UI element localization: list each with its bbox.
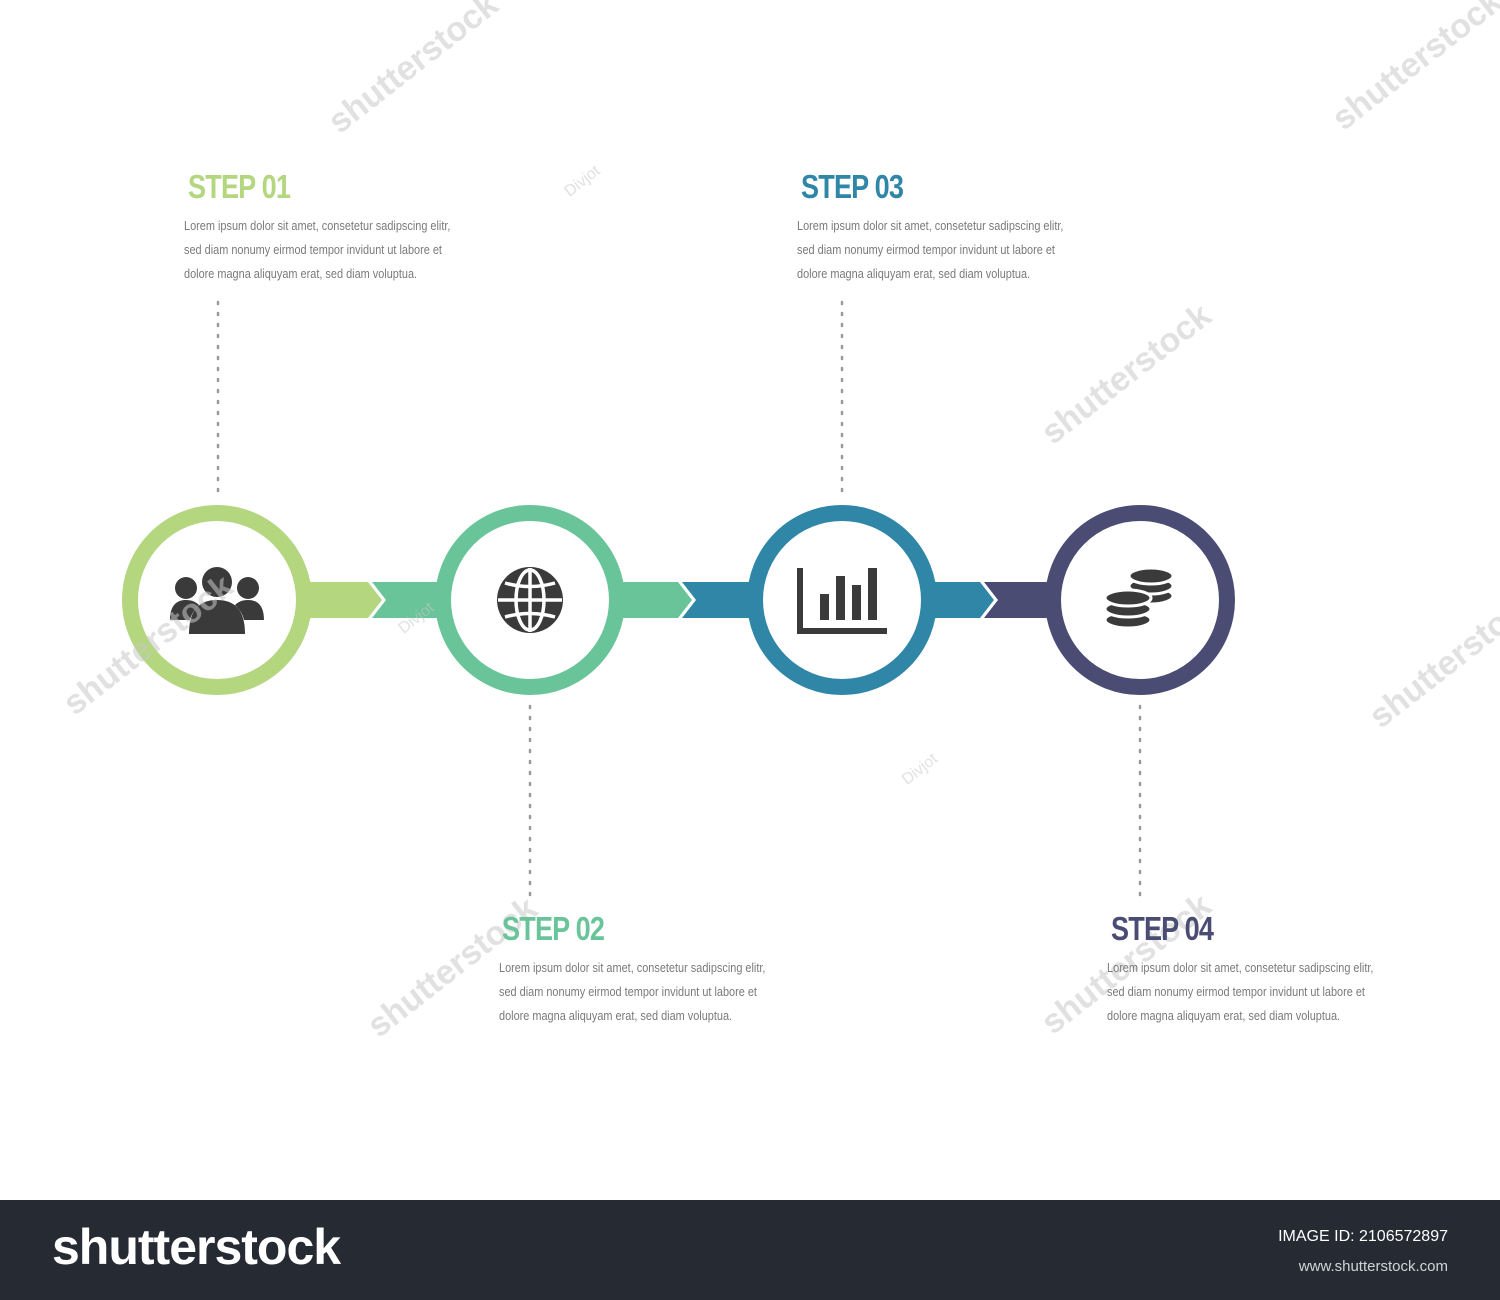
watermark-author-3: Divjot [899, 750, 941, 788]
step-01-title: STEP 01 [188, 168, 291, 205]
step-02-desc-line: Lorem ipsum dolor sit amet, consetetur s… [499, 960, 766, 975]
arrow-band-4 [682, 582, 764, 618]
arrow-band-1 [300, 582, 382, 618]
step-03-desc-line: Lorem ipsum dolor sit amet, consetetur s… [797, 218, 1064, 233]
step-01-desc-line: dolore magna aliquyam erat, sed diam vol… [184, 266, 418, 281]
image-id-label: IMAGE ID: 2106572897 [1278, 1228, 1448, 1245]
bar-chart-icon [797, 568, 887, 634]
people-group-icon [170, 567, 264, 634]
step-02-desc-line: sed diam nonumy eirmod tempor invidunt u… [499, 984, 757, 999]
watermark-brand-2: shutterstock [1034, 296, 1218, 452]
globe-icon [497, 567, 563, 633]
watermark-author-1: Divjot [562, 162, 604, 200]
step-02-title: STEP 02 [502, 910, 605, 947]
arrow-band-3 [612, 582, 692, 618]
stock-footer-bar: shutterstock IMAGE ID: 2106572897 www.sh… [0, 1200, 1500, 1300]
watermark-brand-3: shutterstock [1325, 0, 1500, 138]
step-04-desc-line: dolore magna aliquyam erat, sed diam vol… [1107, 1008, 1341, 1023]
step-03-desc-line: sed diam nonumy eirmod tempor invidunt u… [797, 242, 1055, 257]
arrow-band-5 [924, 582, 994, 618]
step-03-title: STEP 03 [801, 168, 904, 205]
shutterstock-logo: shutterstock [52, 1219, 341, 1275]
step-04-desc-line: sed diam nonumy eirmod tempor invidunt u… [1107, 984, 1365, 999]
timeline-diagram: Divjot Divjot Divjot shutterstock shutte… [56, 0, 1500, 1045]
step-02-description: Lorem ipsum dolor sit amet, consetetur s… [499, 956, 776, 1028]
step-01-description: Lorem ipsum dolor sit amet, consetetur s… [184, 214, 461, 286]
watermark-brand-4: shutterstock [1362, 580, 1500, 736]
arrow-band-2 [372, 582, 452, 618]
step-04-description: Lorem ipsum dolor sit amet, consetetur s… [1107, 956, 1384, 1028]
step-04-title: STEP 04 [1111, 910, 1214, 947]
step-01-desc-line: Lorem ipsum dolor sit amet, consetetur s… [184, 218, 451, 233]
watermark-brand-1: shutterstock [321, 0, 505, 141]
step-03-description: Lorem ipsum dolor sit amet, consetetur s… [797, 214, 1074, 286]
coins-icon [1103, 566, 1175, 630]
site-url: www.shutterstock.com [1298, 1258, 1448, 1275]
arrow-band-6 [984, 582, 1060, 618]
infographic-canvas: Divjot Divjot Divjot shutterstock shutte… [56, 0, 1500, 1045]
step-01-desc-line: sed diam nonumy eirmod tempor invidunt u… [184, 242, 442, 257]
step-03-desc-line: dolore magna aliquyam erat, sed diam vol… [797, 266, 1031, 281]
watermark-layer: Divjot Divjot Divjot shutterstock shutte… [56, 0, 1500, 1045]
step-02-desc-line: dolore magna aliquyam erat, sed diam vol… [499, 1008, 733, 1023]
step-04-desc-line: Lorem ipsum dolor sit amet, consetetur s… [1107, 960, 1374, 975]
